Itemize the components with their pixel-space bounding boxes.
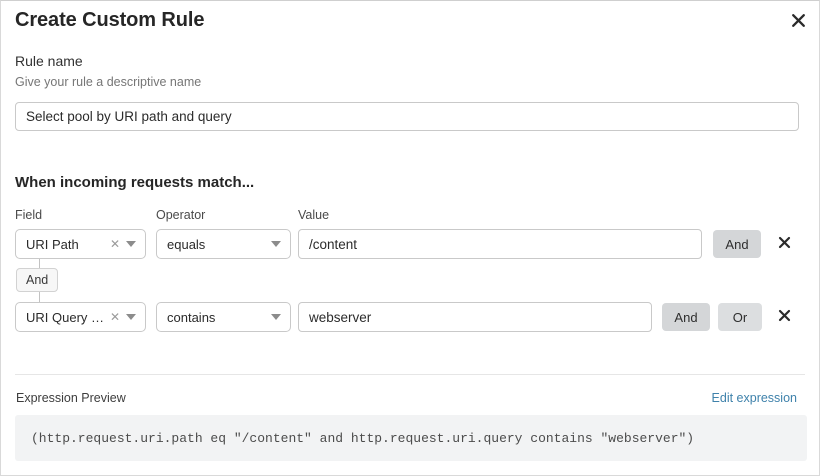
operator-select-value-row-2: contains: [167, 309, 216, 325]
chevron-down-icon: [126, 314, 136, 320]
chevron-down-icon: [126, 241, 136, 247]
close-icon: [778, 236, 791, 252]
and-button-row-1[interactable]: And: [713, 230, 761, 258]
field-select-value-row-2: URI Query St...: [26, 309, 107, 325]
chevron-down-icon: [271, 241, 281, 247]
chevron-down-icon: [271, 314, 281, 320]
match-section-heading: When incoming requests match...: [15, 174, 255, 191]
field-select-row-2[interactable]: URI Query St... ✕: [15, 302, 146, 332]
connector-line-bottom: [39, 292, 40, 302]
delete-row-button-row-2[interactable]: [774, 307, 794, 327]
rule-name-help: Give your rule a descriptive name: [15, 75, 202, 89]
or-button-row-2[interactable]: Or: [718, 303, 762, 331]
connector-and-badge[interactable]: And: [16, 268, 59, 292]
clear-icon[interactable]: ✕: [109, 310, 120, 324]
section-divider: [15, 374, 805, 375]
expression-preview-code: (http.request.uri.path eq "/content" and…: [15, 415, 807, 461]
column-header-operator: Operator: [156, 208, 206, 222]
column-header-value: Value: [298, 208, 330, 222]
delete-row-button-row-1[interactable]: [774, 234, 794, 254]
connector-line-top: [39, 259, 40, 269]
rule-name-input[interactable]: [15, 102, 799, 131]
dialog-title: Create Custom Rule: [15, 9, 205, 31]
column-header-field: Field: [15, 208, 43, 222]
close-icon: [791, 13, 806, 28]
and-button-row-2[interactable]: And: [662, 303, 710, 331]
close-dialog-button[interactable]: [785, 7, 811, 33]
rule-name-label: Rule name: [15, 53, 83, 69]
field-select-row-1[interactable]: URI Path ✕: [15, 229, 146, 259]
field-select-value-row-1: URI Path: [26, 236, 79, 252]
clear-icon[interactable]: ✕: [109, 237, 120, 251]
expression-preview-label: Expression Preview: [16, 391, 126, 405]
edit-expression-link[interactable]: Edit expression: [711, 391, 797, 405]
operator-select-value-row-1: equals: [167, 236, 206, 252]
close-icon: [778, 309, 791, 325]
value-input-row-1[interactable]: [298, 229, 702, 259]
operator-select-row-2[interactable]: contains: [156, 302, 291, 332]
operator-select-row-1[interactable]: equals: [156, 229, 291, 259]
value-input-row-2[interactable]: [298, 302, 652, 332]
